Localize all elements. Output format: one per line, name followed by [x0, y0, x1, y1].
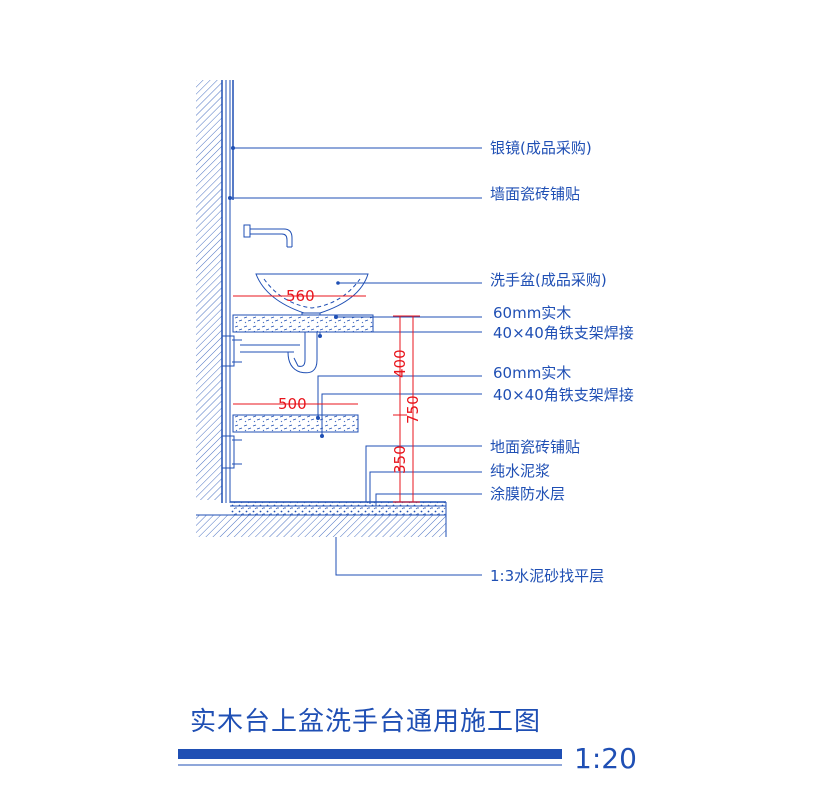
lower-shelf [232, 414, 359, 433]
label-cement-paste: 纯水泥浆 [490, 462, 550, 480]
label-wood-top-1: 60mm实木 [493, 304, 571, 322]
drawing-scale: 1:20 [574, 742, 637, 775]
label-wood-top-2: 60mm实木 [493, 364, 571, 382]
label-waterproof: 涂膜防水层 [490, 485, 565, 503]
dim-total-height: 750 [404, 395, 422, 424]
label-frame-2: 40×40角铁支架焊接 [493, 386, 634, 404]
label-frame-1: 40×40角铁支架焊接 [493, 324, 634, 342]
drawing-title: 实木台上盆洗手台通用施工图 [190, 707, 541, 737]
dim-shelf-width: 500 [278, 395, 307, 413]
upper-bracket [221, 335, 242, 367]
dim-upper-height: 400 [391, 349, 409, 378]
wall-section [196, 80, 234, 503]
label-floor-tile: 地面瓷砖铺贴 [490, 438, 580, 456]
faucet [243, 224, 293, 248]
title-bar [178, 749, 562, 759]
dim-basin-width: 560 [286, 287, 315, 305]
dim-lower-height: 350 [391, 445, 409, 474]
label-basin: 洗手盆(成品采购) [490, 271, 607, 289]
lower-bracket [221, 435, 242, 469]
leader-lines [228, 146, 482, 576]
upper-countertop [232, 314, 374, 333]
label-leveling: 1:3水泥砂找平层 [490, 567, 604, 585]
floor-section [196, 501, 447, 537]
label-wall-tile: 墙面瓷砖铺贴 [490, 185, 580, 203]
drain-trap [240, 332, 318, 374]
dimension-lines [233, 295, 420, 503]
label-mirror: 银镜(成品采购) [490, 139, 592, 157]
